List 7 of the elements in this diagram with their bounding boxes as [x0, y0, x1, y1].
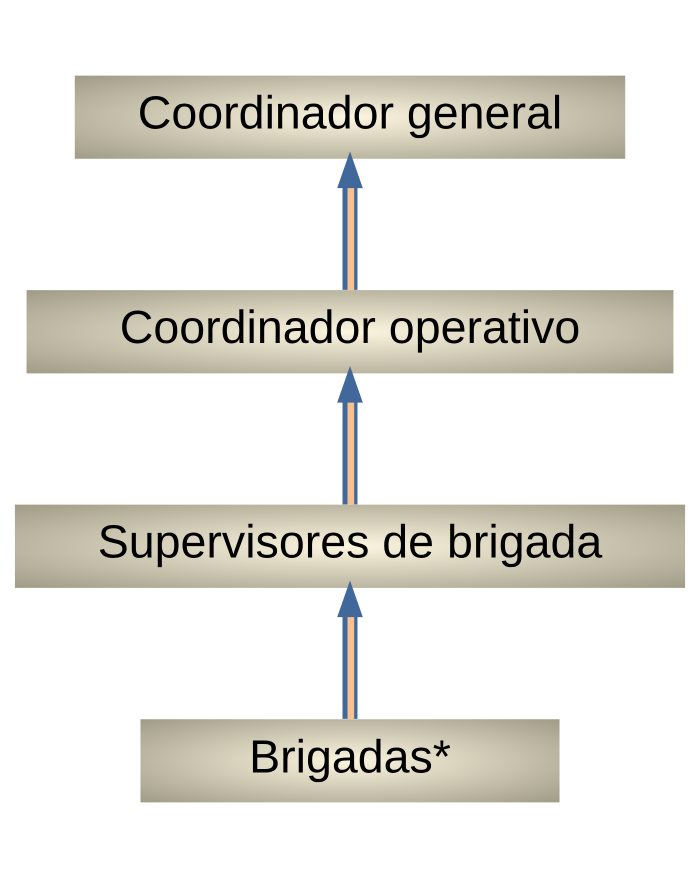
node-box: Coordinador general	[74, 76, 626, 159]
arrow	[337, 580, 363, 719]
node-box: Supervisores de brigada	[14, 504, 686, 588]
node-box: Brigadas*	[140, 719, 560, 802]
arrow	[337, 151, 363, 290]
arrow	[337, 366, 363, 504]
node-box: Coordinador operativo	[26, 290, 674, 374]
